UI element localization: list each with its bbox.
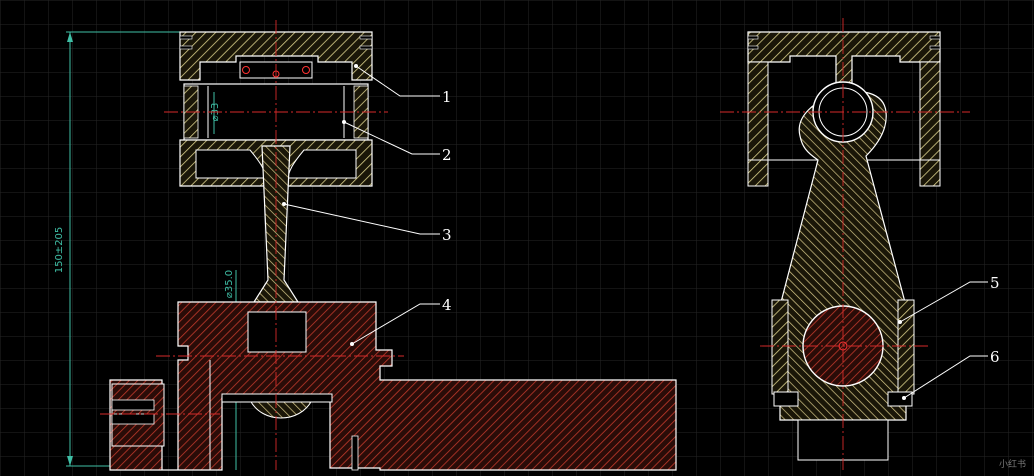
rod-journal-label: ⌀35.0	[224, 270, 235, 298]
callout-3: 3	[282, 202, 452, 244]
callout-5: 5	[898, 274, 1000, 324]
callout-1-label: 1	[442, 88, 452, 106]
center-lines-right	[720, 18, 970, 470]
callout-6: 6	[902, 348, 1000, 400]
overall-height-dimension: 150±205	[54, 31, 200, 467]
callout-5-label: 5	[990, 274, 1000, 292]
front-section-view: 150±205 ⌀33	[54, 20, 677, 471]
crankshaft	[109, 301, 677, 471]
callout-2-label: 2	[442, 146, 452, 164]
callout-3-label: 3	[442, 226, 452, 244]
callout-4: 4	[350, 296, 452, 346]
center-lines-left	[100, 20, 404, 470]
callout-2: 2	[342, 120, 452, 164]
callout-1: 1	[354, 64, 452, 106]
watermark: 小红书	[998, 460, 1026, 470]
callout-6-label: 6	[990, 348, 1000, 366]
piston-side	[747, 31, 941, 187]
overall-height-label: 150±205	[54, 227, 65, 274]
side-section-view	[720, 18, 970, 470]
callouts: 1 2 3 4 5 6	[282, 64, 1000, 400]
callout-4-label: 4	[442, 296, 452, 314]
